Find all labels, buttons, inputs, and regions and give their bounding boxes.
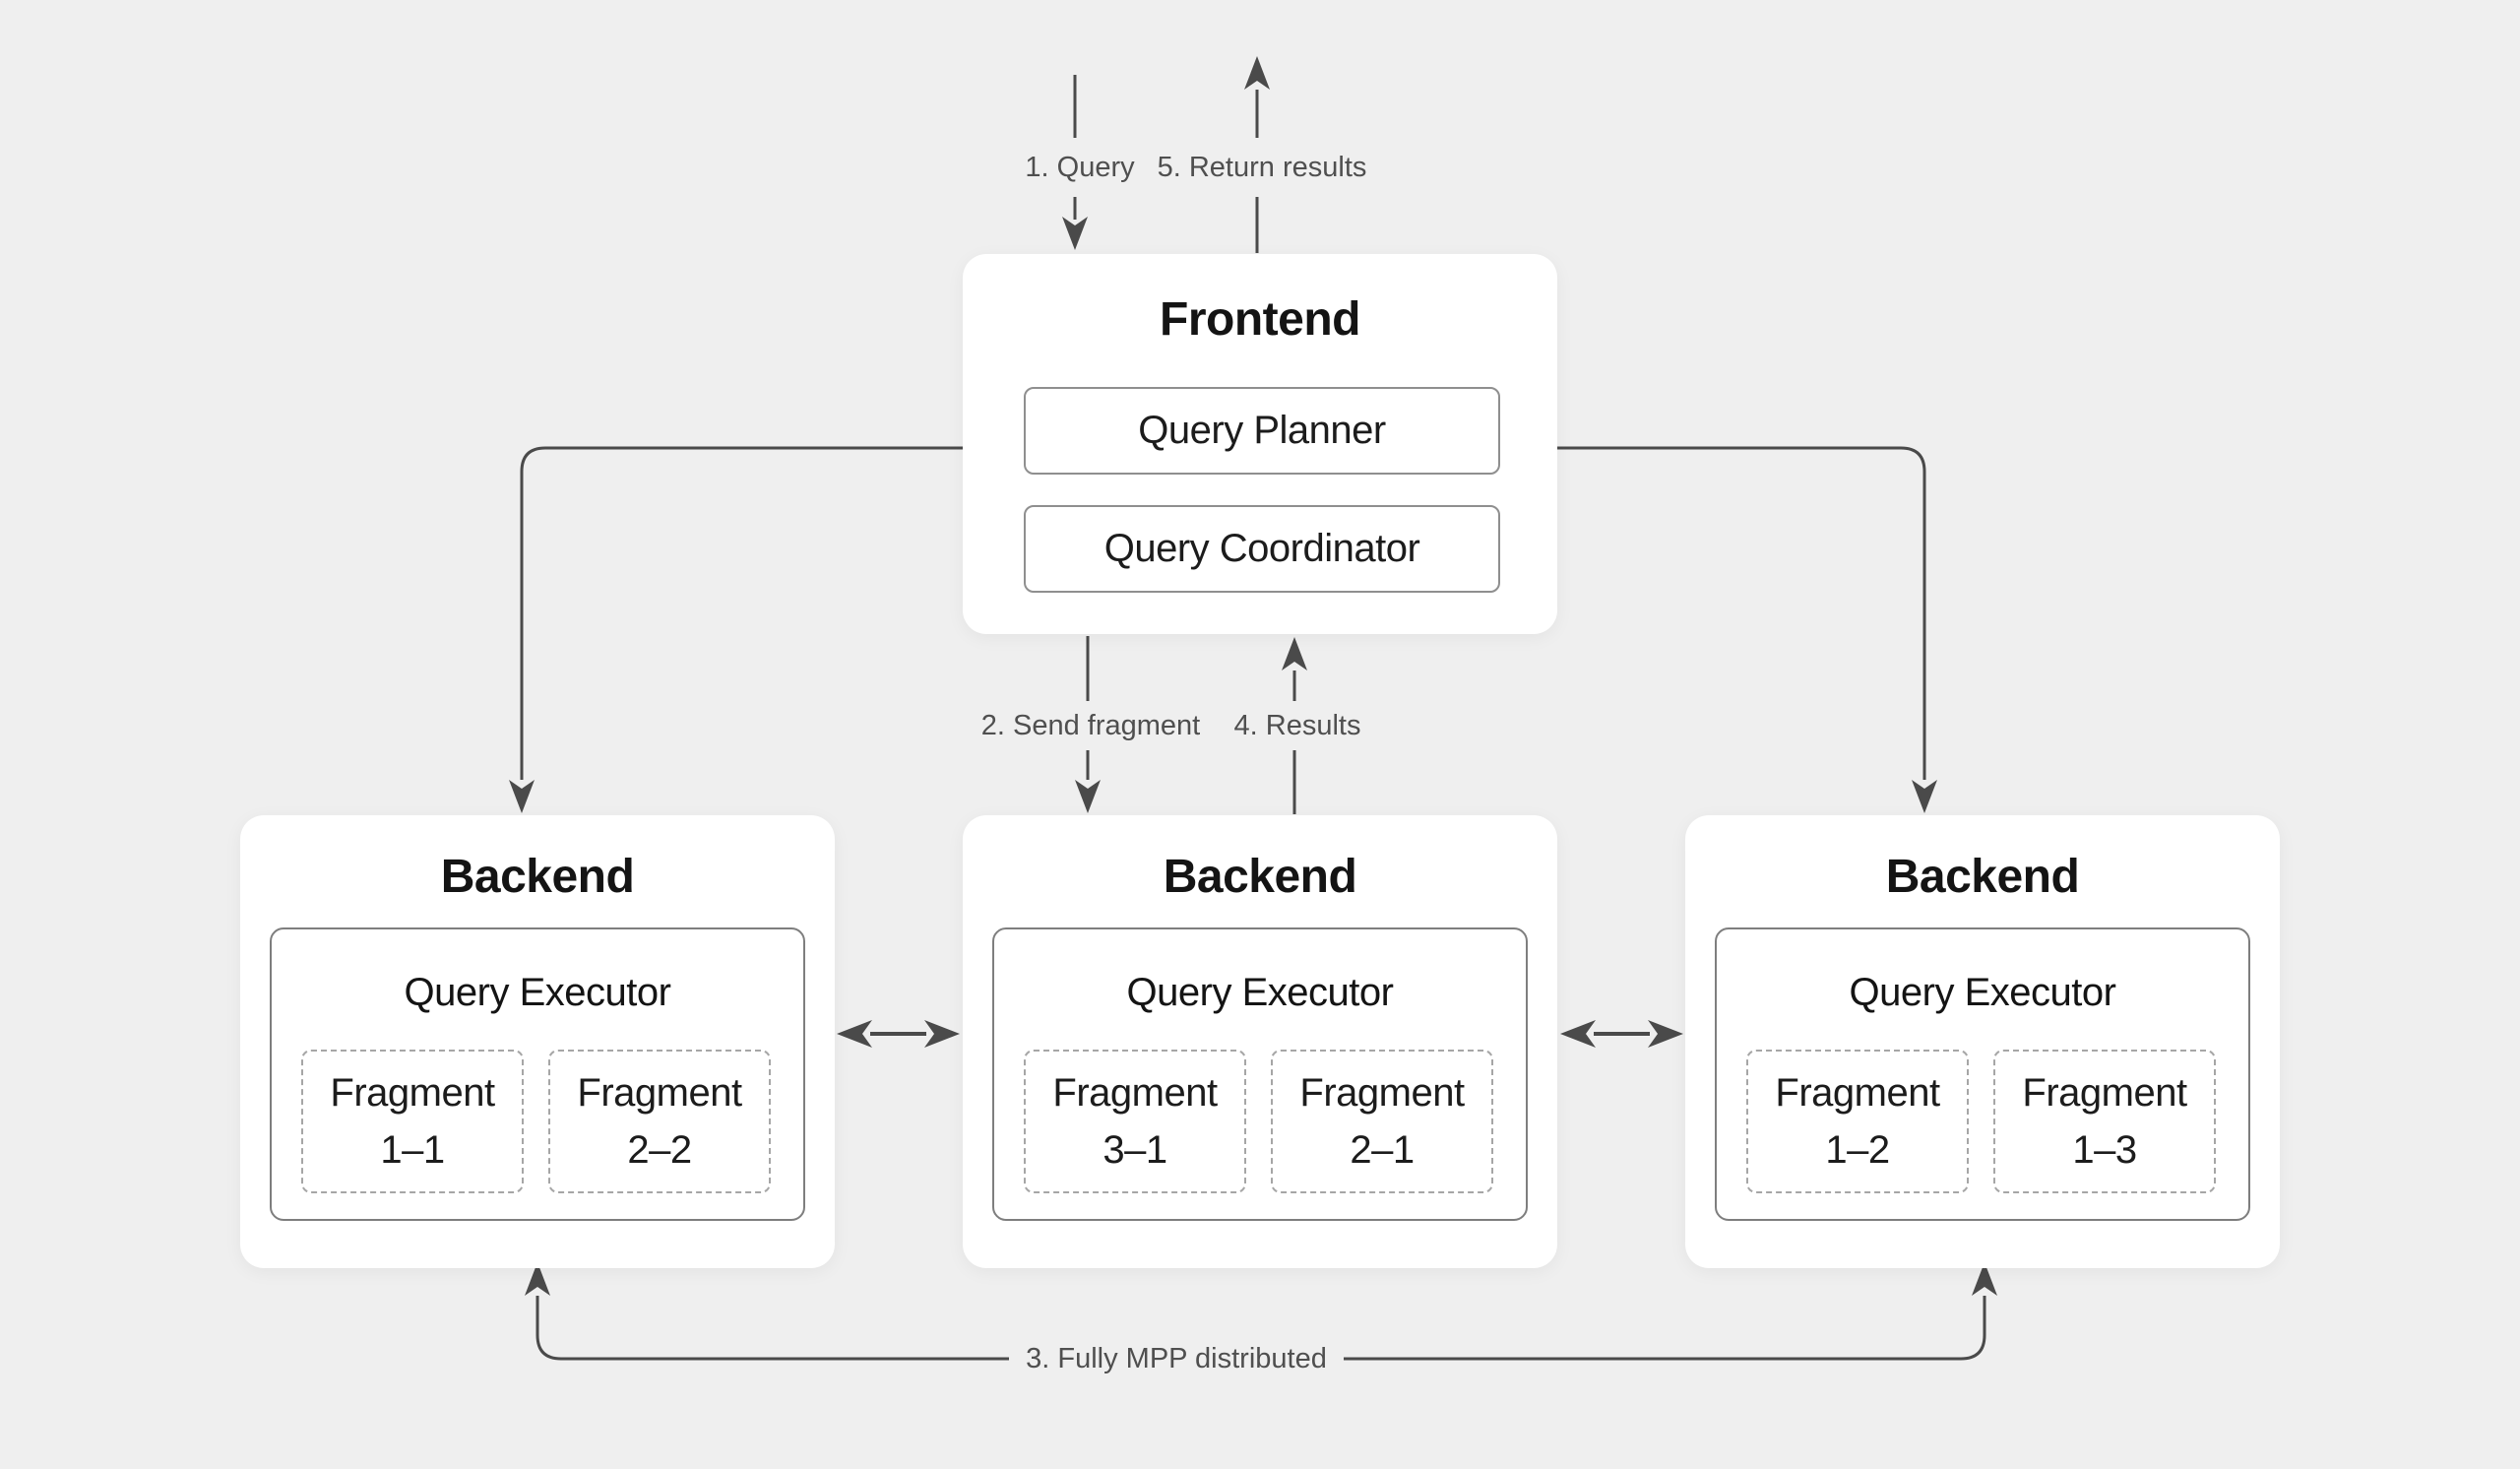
fragment-box: Fragment 1–2 [1746,1050,1969,1193]
arrowhead-down-icon [1075,780,1101,813]
query-executor-box: Query Executor Fragment 1–1 Fragment 2–2 [270,927,805,1221]
fragment-label: Fragment [330,1071,495,1115]
fragment-box: Fragment 1–1 [301,1050,524,1193]
fragment-id: 2–1 [1350,1128,1415,1172]
arrowhead-right-icon [924,1020,960,1048]
arrowhead-left-icon [1560,1020,1596,1048]
query-coordinator-box: Query Coordinator [1024,505,1500,593]
fragment-label: Fragment [1775,1071,1940,1115]
flow-label-query: 1. Query [1025,152,1135,183]
backend-title: Backend [1885,851,2080,903]
peer-arrow-left [837,1020,960,1048]
query-executor-title: Query Executor [404,971,671,1014]
frontend-title: Frontend [1160,293,1360,346]
frontend-box: Frontend Query Planner Query Coordinator [963,254,1557,634]
fragment-label: Fragment [577,1071,742,1115]
fragment-id: 1–1 [380,1128,445,1172]
arrowhead-up-icon [525,1262,550,1296]
arrowhead-up-icon [1244,56,1270,90]
query-planner-box: Query Planner [1024,387,1500,475]
backend-box-middle: Backend Query Executor Fragment 3–1 Frag… [963,815,1557,1268]
fragment-label: Fragment [1052,1071,1218,1115]
query-executor-title: Query Executor [1849,971,2116,1014]
fragment-box: Fragment 1–3 [1993,1050,2216,1193]
arrow-5-return-results [1244,56,1270,253]
peer-arrow-right [1560,1020,1683,1048]
fragment-id: 2–2 [627,1128,692,1172]
fragment-id: 1–3 [2072,1128,2137,1172]
branch-right-connector [1557,446,1937,813]
arrowhead-right-icon [1648,1020,1683,1048]
backend-title: Backend [1163,851,1357,903]
backend-title: Backend [440,851,635,903]
arrowhead-down-icon [509,780,535,813]
query-executor-title: Query Executor [1126,971,1394,1014]
arrowhead-down-icon [1912,780,1937,813]
mpp-bottom-connector [525,1262,1997,1361]
arrow-1-query [1062,75,1088,250]
arrowhead-up-icon [1282,637,1307,671]
fragment-label: Fragment [2022,1071,2187,1115]
fragment-id: 1–2 [1825,1128,1890,1172]
branch-left-connector [509,446,963,813]
fragment-box: Fragment 2–2 [548,1050,771,1193]
fragment-label: Fragment [1299,1071,1465,1115]
arrowhead-down-icon [1062,217,1088,250]
arrow-2-send-fragment [1075,636,1101,813]
query-executor-box: Query Executor Fragment 1–2 Fragment 1–3 [1715,927,2250,1221]
fragment-box: Fragment 2–1 [1271,1050,1493,1193]
fragment-box: Fragment 3–1 [1024,1050,1246,1193]
arrowhead-up-icon [1972,1262,1997,1296]
backend-box-left: Backend Query Executor Fragment 1–1 Frag… [240,815,835,1268]
flow-label-results: 4. Results [1233,710,1361,741]
flow-label-send-fragment: 2. Send fragment [980,710,1201,741]
backend-box-right: Backend Query Executor Fragment 1–2 Frag… [1685,815,2280,1268]
query-executor-box: Query Executor Fragment 3–1 Fragment 2–1 [992,927,1528,1221]
arrow-4-results [1282,637,1307,814]
flow-label-fully-mpp-distributed: 3. Fully MPP distributed [1026,1343,1327,1374]
fragment-id: 3–1 [1102,1128,1167,1172]
flow-label-return-results: 5. Return results [1157,152,1367,183]
arrowhead-left-icon [837,1020,872,1048]
